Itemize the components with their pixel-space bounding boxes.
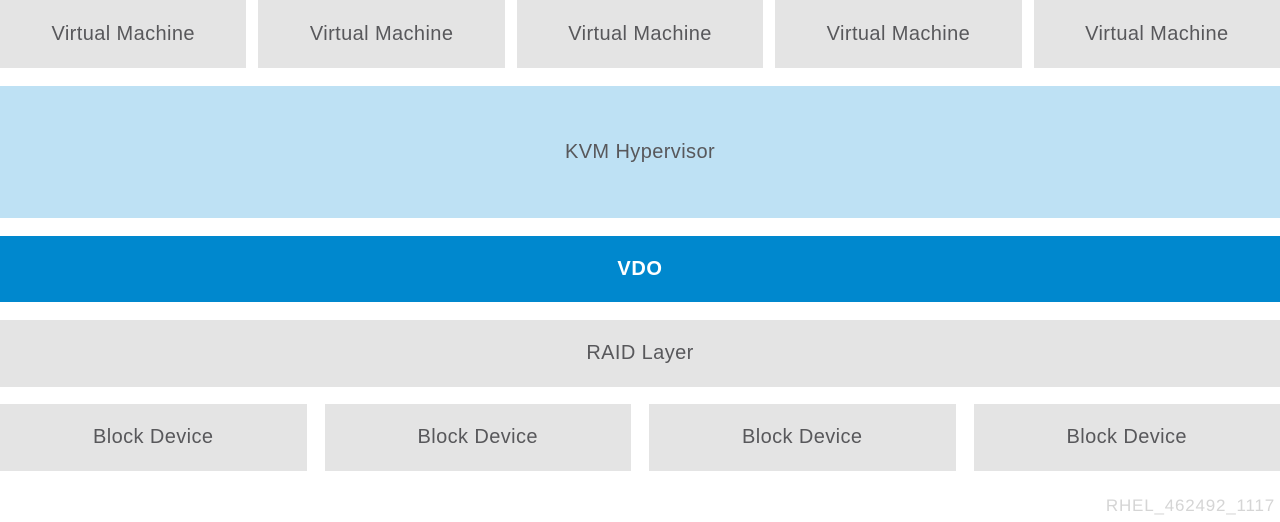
virtual-machine-label: Virtual Machine <box>568 22 712 45</box>
block-device-box: Block Device <box>324 404 631 471</box>
raid-layer-label: RAID Layer <box>586 342 694 364</box>
vdo-band: VDO <box>0 236 1280 302</box>
virtual-machine-label: Virtual Machine <box>826 22 971 45</box>
block-device-label: Block Device <box>417 426 538 448</box>
figure-id-watermark: RHEL_462492_1117 <box>1105 496 1275 515</box>
block-device-box: Block Device <box>973 404 1280 471</box>
block-device-row: Block Device Block Device Block Device B… <box>0 404 1280 471</box>
kvm-hypervisor-label: KVM Hypervisor <box>564 140 716 163</box>
vdo-label: VDO <box>617 257 663 280</box>
block-device-box: Block Device <box>649 404 956 471</box>
virtual-machine-label: Virtual Machine <box>309 22 454 45</box>
block-device-box: Block Device <box>0 404 307 471</box>
raid-layer-band: RAID Layer <box>0 320 1280 387</box>
virtual-machine-label: Virtual Machine <box>1085 22 1229 45</box>
block-device-label: Block Device <box>742 426 863 448</box>
virtual-machine-box: Virtual Machine <box>1033 0 1280 68</box>
virtual-machine-row: Virtual Machine Virtual Machine Virtual … <box>0 0 1280 68</box>
virtual-machine-label: Virtual Machine <box>51 22 195 45</box>
virtual-machine-box: Virtual Machine <box>258 0 505 68</box>
block-device-label: Block Device <box>1066 426 1187 448</box>
kvm-hypervisor-band: KVM Hypervisor <box>0 86 1280 218</box>
virtual-machine-box: Virtual Machine <box>775 0 1022 68</box>
virtual-machine-box: Virtual Machine <box>516 0 764 68</box>
block-device-label: Block Device <box>93 426 214 448</box>
virtual-machine-box: Virtual Machine <box>0 0 247 68</box>
